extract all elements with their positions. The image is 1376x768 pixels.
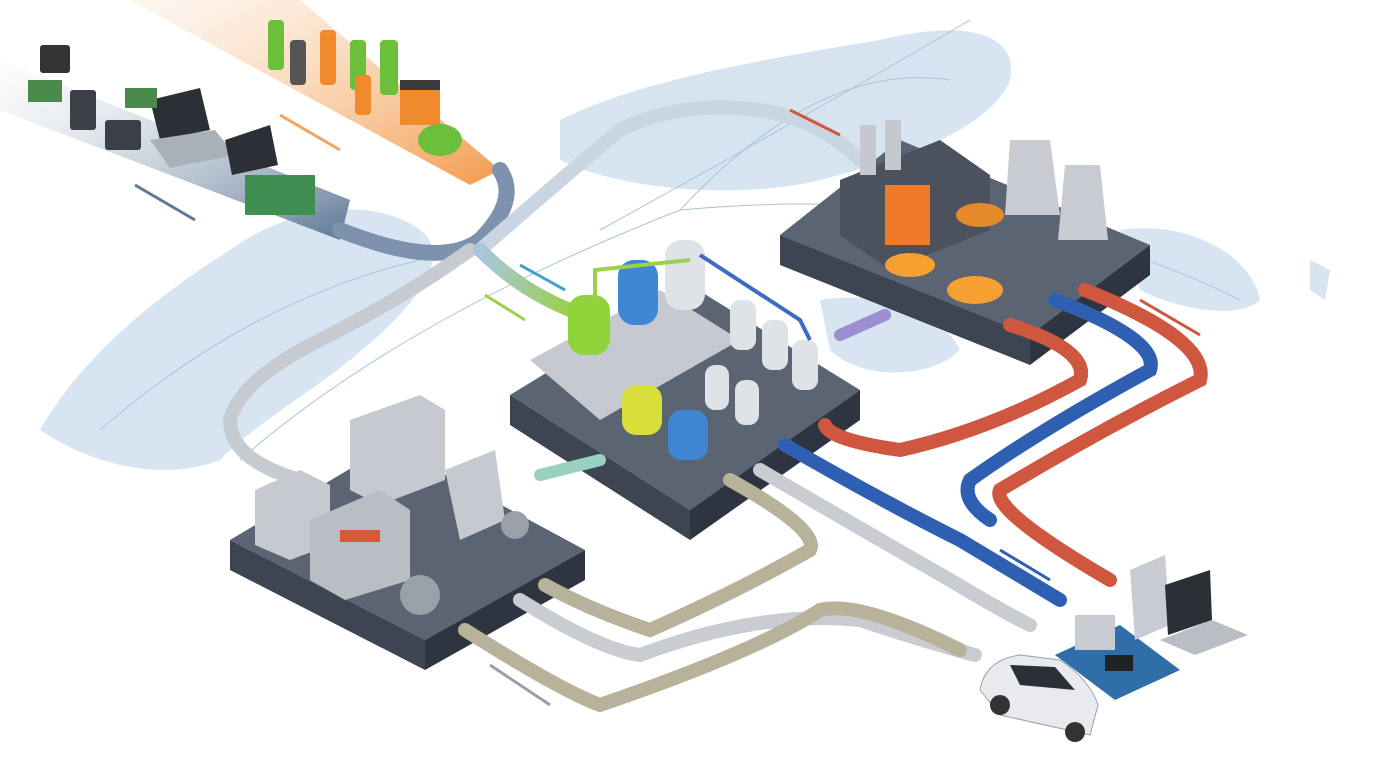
car-icon [979, 654, 1099, 742]
battery-icon [268, 20, 462, 156]
computer-icon [1130, 555, 1248, 655]
battery-input-stream [130, 0, 500, 185]
electronics-icon [28, 45, 315, 215]
flow-arrows [134, 108, 1201, 707]
outputs [979, 555, 1248, 742]
output-pipes [458, 283, 1208, 713]
furnace-icon [840, 120, 1108, 304]
transport-pipes-upper [222, 100, 867, 487]
smelting-plant [780, 120, 1150, 365]
circuit-board-icon [1055, 615, 1180, 700]
chemical-processing-plant [510, 240, 860, 540]
chemical-tank-icon [568, 240, 818, 460]
e-waste-input-stream [0, 45, 350, 240]
shredder-icon [255, 395, 529, 615]
shredding-facility [230, 395, 585, 670]
